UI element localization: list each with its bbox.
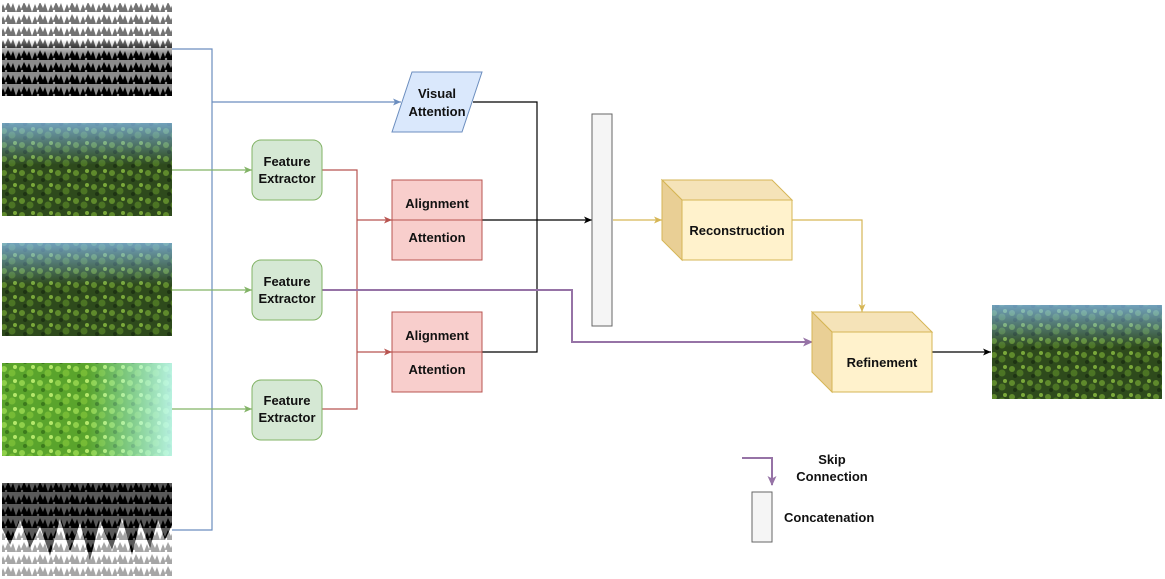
legend-skip-connection-icon: [742, 457, 777, 486]
legend-skip-label-1: Skip: [818, 452, 846, 467]
legend-concatenation-label: Concatenation: [784, 510, 874, 525]
svg-text:Extractor: Extractor: [258, 171, 315, 186]
alignment-attention-2: Alignment Attention: [391, 311, 483, 393]
input-mask-bottom: [2, 483, 172, 576]
input-frame-1: [2, 123, 172, 216]
concatenation-bar: [591, 113, 613, 327]
svg-text:Feature: Feature: [264, 393, 311, 408]
feature-extractor-3: Feature Extractor: [251, 379, 323, 441]
output-image: [992, 305, 1162, 399]
input-mask-top: [2, 3, 172, 96]
visual-attention-label-1: Visual: [418, 86, 456, 101]
svg-text:Feature: Feature: [264, 274, 311, 289]
reconstruction-connectors: [613, 216, 866, 312]
svg-text:Reconstruction: Reconstruction: [689, 223, 784, 238]
visual-attention-block: Visual Attention: [391, 71, 483, 133]
svg-text:Extractor: Extractor: [258, 410, 315, 425]
feature-extractor-2: Feature Extractor: [251, 259, 323, 321]
input-frame-2: [2, 243, 172, 336]
svg-text:Alignment: Alignment: [405, 328, 469, 343]
legend-skip-label-2: Connection: [796, 469, 868, 484]
svg-text:Alignment: Alignment: [405, 196, 469, 211]
attention-to-concat-connectors: [473, 101, 592, 353]
frame-to-extractor-connectors: [172, 166, 252, 413]
svg-text:Attention: Attention: [408, 362, 465, 377]
legend-concatenation-icon: [751, 491, 773, 543]
svg-text:Attention: Attention: [408, 230, 465, 245]
feature-extractor-1: Feature Extractor: [251, 139, 323, 201]
svg-text:Feature: Feature: [264, 154, 311, 169]
input-frame-3: [2, 363, 172, 456]
skip-connection-line: [322, 289, 813, 347]
svg-text:Refinement: Refinement: [847, 355, 918, 370]
legend: Skip Connection Concatenation: [742, 452, 874, 543]
reconstruction-block: Reconstruction: [660, 178, 794, 262]
refinement-block: Refinement: [810, 310, 934, 394]
alignment-attention-1: Alignment Attention: [391, 179, 483, 261]
visual-attention-label-2: Attention: [408, 104, 465, 119]
svg-text:Extractor: Extractor: [258, 291, 315, 306]
